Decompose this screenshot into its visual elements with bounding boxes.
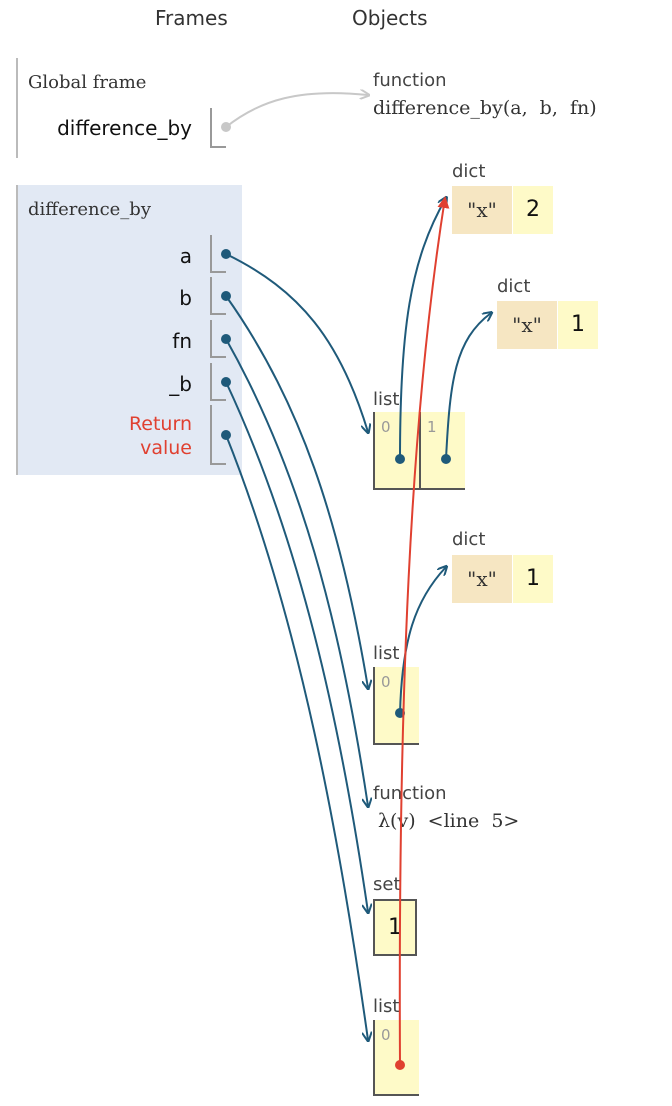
dict3-type-label: dict (452, 529, 486, 550)
list3-type-label: list (373, 996, 400, 1017)
dict2-value: 1 (558, 301, 598, 349)
dict2-type-label: dict (497, 276, 531, 297)
func1-signature: difference_by(a, b, fn) (373, 97, 597, 119)
dict1-value: 2 (513, 186, 553, 234)
local-var-fn: fn (172, 329, 192, 353)
dict3-value: 1 (513, 555, 553, 603)
arrow-b-to-list2 (225, 295, 368, 688)
arrow-list1-1-to-dict2 (445, 313, 491, 460)
arrow-list3-0-to-dict1 (398, 196, 450, 1066)
arrow-list1-0-to-dict1 (399, 198, 446, 460)
arrow-fn-to-lambda (225, 338, 368, 806)
frames-header: Frames (155, 6, 228, 30)
global-var-difference-by: difference_by (57, 116, 192, 140)
list3-index-0: 0 (381, 1026, 391, 1044)
func2-type-label: function (373, 783, 447, 804)
global-var-slot (210, 108, 226, 148)
slot-a (210, 235, 226, 273)
local-frame-title: difference_by (28, 199, 151, 220)
local-var-underscore-b: _b (169, 372, 192, 396)
global-frame-title: Global frame (28, 72, 147, 93)
slot-fn (210, 320, 226, 358)
slot-underscore-b (210, 363, 226, 401)
arrow-return-to-list3 (225, 434, 368, 1040)
list1-index-1: 1 (427, 418, 437, 436)
func1-type-label: function (373, 70, 447, 91)
set-element: 1 (388, 915, 402, 940)
local-var-return-value: Return value (128, 413, 192, 459)
arrow-a-to-list1 (225, 253, 368, 432)
list2-cell-0: 0 (373, 667, 419, 745)
local-var-a: a (179, 244, 192, 268)
dict1-type-label: dict (452, 161, 486, 182)
slot-return-value (210, 405, 226, 465)
local-frame (16, 185, 242, 475)
slot-b (210, 277, 226, 315)
local-var-b: b (179, 286, 192, 310)
list1-cell-0: 0 (373, 412, 419, 490)
set-type-label: set (373, 874, 401, 895)
global-frame (16, 58, 240, 158)
objects-header: Objects (352, 6, 428, 30)
arrow-underscore-b-to-set (225, 381, 368, 912)
set-cell: 1 (373, 899, 417, 956)
list1-index-0: 0 (381, 418, 391, 436)
arrow-list2-0-to-dict3 (399, 567, 446, 714)
list1-cell-1: 1 (419, 412, 465, 490)
list2-type-label: list (373, 643, 400, 664)
dict2-key: "x" (497, 301, 557, 349)
dict1-key: "x" (452, 186, 512, 234)
arrow-global-to-func (225, 93, 368, 128)
dict3-key: "x" (452, 555, 512, 603)
func2-signature: λ(v) <line 5> (378, 810, 520, 832)
list1-type-label: list (373, 389, 400, 410)
list2-index-0: 0 (381, 673, 391, 691)
list3-cell-0: 0 (373, 1020, 419, 1096)
